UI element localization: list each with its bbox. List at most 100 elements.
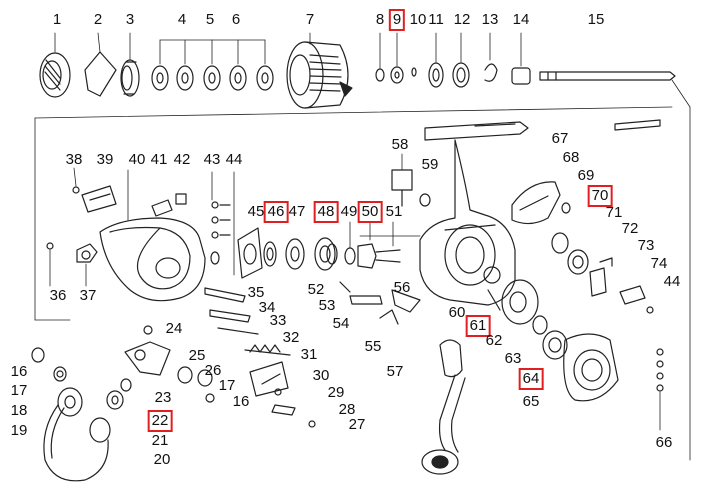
part-label-15: 15 [587,11,605,28]
part-label-18: 18 [10,402,28,419]
part-label-16-mid: 16 [232,393,250,410]
part-label-4: 4 [177,11,187,28]
part-label-14: 14 [512,11,530,28]
part-label-5: 5 [205,11,215,28]
part-label-10: 10 [409,11,427,28]
part-label-7: 7 [305,11,315,28]
part-label-72: 72 [621,220,639,237]
part-label-47: 47 [288,203,306,220]
part-label-65: 65 [522,393,540,410]
part-label-52: 52 [307,281,325,298]
part-label-19: 19 [10,422,28,439]
part-label-27: 27 [348,416,366,433]
part-label-45: 45 [247,203,265,220]
part-label-25: 25 [188,347,206,364]
part-label-16-left: 16 [10,363,28,380]
part-label-2: 2 [93,11,103,28]
part-label-37: 37 [79,287,97,304]
part-3-drag-knob [120,32,140,97]
part-label-11: 11 [428,11,444,28]
part-label-51: 51 [385,203,403,220]
part-label-34: 34 [258,299,276,316]
part-48-bearing [314,237,338,271]
part-1-bail-knob [39,32,71,98]
part-47-gear [285,238,305,270]
part-label-33: 33 [269,312,287,329]
parts-27-31-oscillator [249,361,316,428]
part-label-54: 54 [332,315,350,332]
part-label-70: 70 [587,185,613,207]
part-label-8: 8 [375,11,385,28]
part-label-71: 71 [605,204,623,221]
part-label-38: 38 [65,151,83,168]
part-40-rotor [99,169,206,302]
part-label-46: 46 [263,201,289,223]
part-15-main-shaft [539,71,676,81]
part-label-22: 22 [147,410,173,432]
parts-63-65-housing [532,315,619,402]
part-41-42 [151,193,187,217]
part-38 [72,167,80,194]
part-label-28: 28 [338,401,356,418]
part-label-73: 73 [637,237,655,254]
part-label-36: 36 [49,287,67,304]
part-label-64: 64 [518,368,544,390]
part-57-handle [421,339,466,475]
part-label-3: 3 [125,11,135,28]
part-label-55: 55 [364,338,382,355]
parts-24-26-crank [124,325,215,403]
part-label-44-right: 44 [663,273,681,290]
part-label-41: 41 [150,151,168,168]
part-label-12: 12 [453,11,471,28]
guide-lines [34,79,691,461]
parts-52-56-stopper [339,281,421,325]
part-39-bail-arm [81,185,117,213]
part-label-53: 53 [318,297,336,314]
part-label-74: 74 [650,255,668,272]
part-label-66: 66 [655,434,673,451]
part-label-49: 49 [340,203,358,220]
part-label-68: 68 [562,149,580,166]
parts-68-74-handle-side [511,181,654,314]
part-label-48: 48 [313,201,339,223]
part-label-61: 61 [465,315,491,337]
part-label-31: 31 [300,346,318,363]
parts-8-14-small-parts [375,32,531,88]
part-label-21: 21 [151,432,169,449]
parts-16-23-bail [31,347,132,482]
part-label-59: 59 [421,156,439,173]
part-label-9: 9 [388,9,406,31]
part-label-20: 20 [153,451,171,468]
parts-32-35-link [204,287,291,356]
part-label-63: 63 [504,350,522,367]
part-label-69: 69 [577,167,595,184]
part-label-44-top: 44 [225,151,243,168]
part-67-foot [424,119,661,141]
part-49-51-pinion [344,221,421,269]
part-label-17-left: 17 [10,382,28,399]
part-label-35: 35 [247,284,265,301]
part-label-62: 62 [485,332,503,349]
part-label-56: 56 [393,279,411,296]
part-label-30: 30 [312,367,330,384]
part-label-26: 26 [204,362,222,379]
part-label-39: 39 [96,151,114,168]
part-label-50: 50 [357,201,383,223]
part-46-bearing [263,241,277,267]
part-label-60: 60 [448,304,466,321]
part-label-40: 40 [128,151,146,168]
part-label-29: 29 [327,384,345,401]
part-7-spool [286,32,353,109]
part-label-43: 43 [203,151,221,168]
part-label-58: 58 [391,136,409,153]
part-label-17-mid: 17 [218,377,236,394]
part-label-1: 1 [52,11,62,28]
part-label-57: 57 [386,363,404,380]
part-44-plate [237,227,263,279]
part-label-6: 6 [231,11,241,28]
part-label-24: 24 [165,320,183,337]
part-label-13: 13 [481,11,499,28]
part-label-67: 67 [551,130,569,147]
parts-4-6-washers [151,39,274,91]
